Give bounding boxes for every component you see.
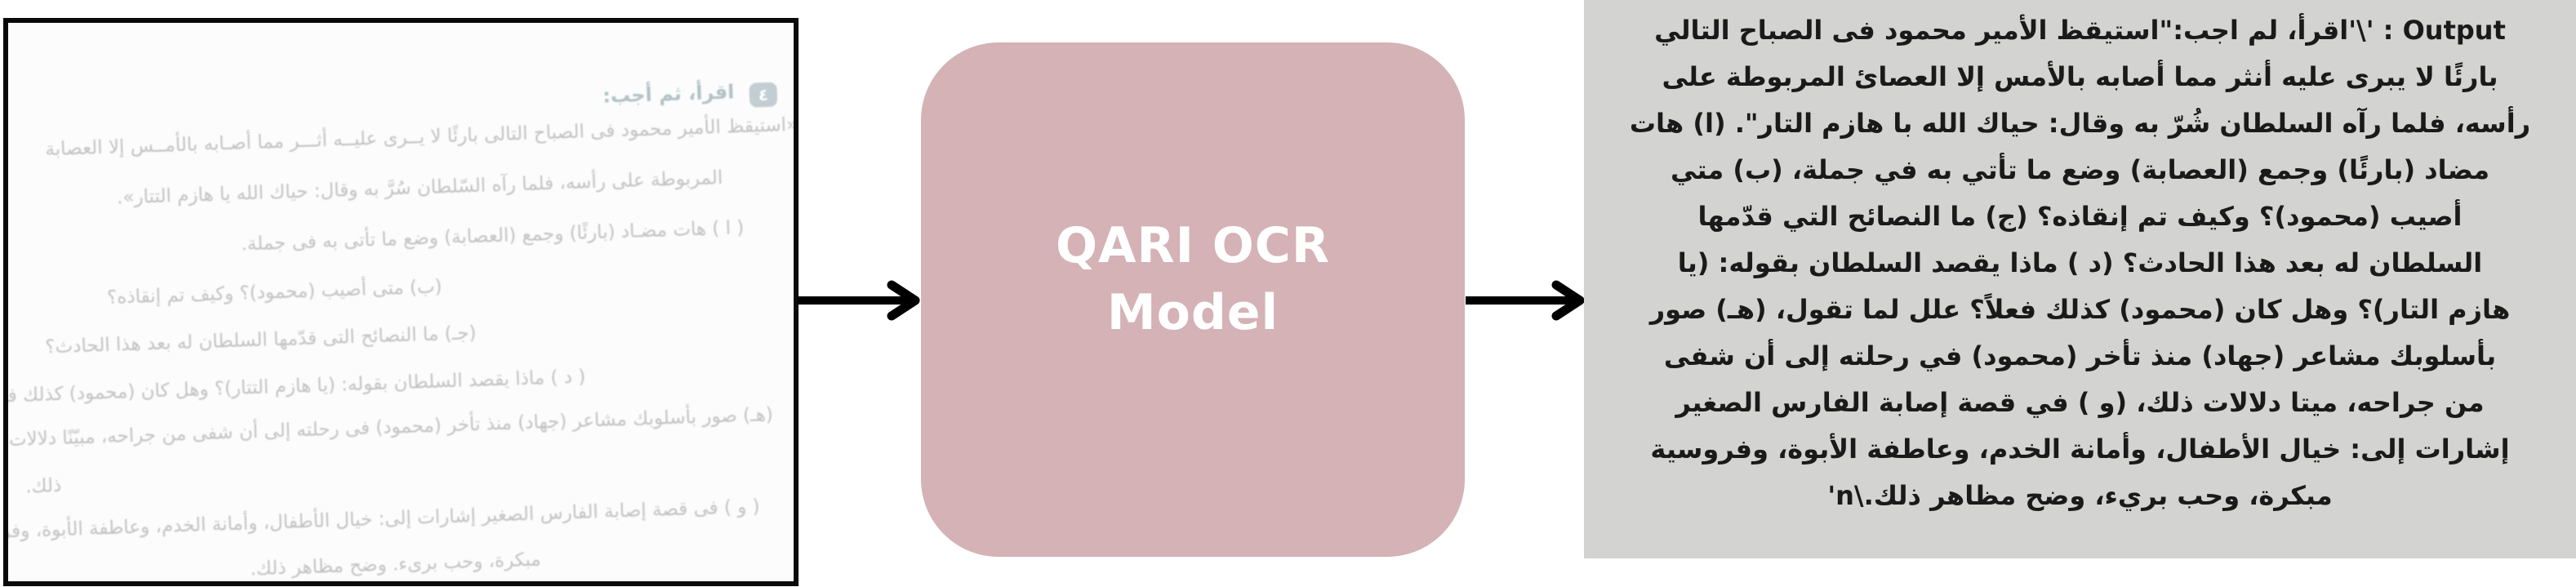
ocr-output-line: Output : '\'اقرأ، لم اجب:"استيقظ الأمير … <box>1654 15 2506 46</box>
ocr-output-line: رأسه، فلما رآه السلطان شُرّ به وقال: حيا… <box>1629 108 2531 139</box>
ocr-output-line: مضاد (بارئًا) وجمع (العصابة) وضع ما تأتي… <box>1670 154 2490 185</box>
question-number-badge: ٤ <box>749 82 778 108</box>
ocr-output-line: هازم التار)؟ وهل كان (محمود) كذلك فعلاً؟… <box>1649 294 2511 325</box>
scan-line: ( و ) فى قصة إصابة الفارس الصغير إشارات … <box>3 496 760 545</box>
ocr-output-line: بأسلوبك مشاعر (جهاد) منذ تأخر (محمود) في… <box>1663 340 2497 371</box>
ocr-output-line: أصيب (محمود)؟ وكيف تم إنقاذه؟ (ج) ما الن… <box>1697 201 2463 232</box>
ocr-output-line: السلطان له بعد هذا الحادث؟ (د ) ماذا يقص… <box>1677 247 2483 278</box>
scan-line: ذلك. <box>24 474 62 498</box>
right-arrow-icon <box>1466 280 1585 321</box>
scan-line: ( د ) ماذا يقصد السلطان بقوله: (يا هازم … <box>3 366 586 411</box>
scan-header-line: ٤ اقرأ، ثم أجب: <box>603 79 778 113</box>
ocr-output-line: بارئًا لا يبرى عليه أنثر مما أصابه بالأم… <box>1662 61 2498 92</box>
scan-line: (ب) متى أصيب (محمود)؟ وكيف تم إنقاذه؟ <box>106 276 443 309</box>
ocr-output-line: مبكرة، وحب بريء، وضح مظاهر ذلك.\n' <box>1827 480 2333 511</box>
scan-line: (هـ) صور بأسلوبك مشاعر (جهاد) منذ تأخر (… <box>8 403 774 451</box>
scan-line: (جـ) ما النصائح التى قدّمها السلطان له ب… <box>44 322 477 358</box>
scan-text-lines: «استيقظ الأمير محمود فى الصباح التالى با… <box>8 23 794 580</box>
ocr-output-panel: Output : '\'اقرأ، لم اجب:"استيقظ الأمير … <box>1584 0 2576 558</box>
arrow-model-to-output <box>1464 278 1586 322</box>
model-box: QARI OCR Model <box>921 42 1465 557</box>
scan-line: ( ا ) هات مضـاد (بارئًا) وجمع (العصابة) … <box>240 217 745 256</box>
arrow-scan-to-model <box>796 278 921 322</box>
scanned-document-content: ٤ اقرأ، ثم أجب: «استيقظ الأمير محمود فى … <box>8 23 794 581</box>
scanned-document-panel: ٤ اقرأ، ثم أجب: «استيقظ الأمير محمود فى … <box>3 18 799 586</box>
scan-line: مبكرة، وحب برىء. وضح مظاهر ذلك. <box>250 549 541 580</box>
model-label: QARI OCR Model <box>1056 212 1330 346</box>
model-label-line1: QARI OCR <box>1055 217 1331 274</box>
right-arrow-icon <box>798 280 920 321</box>
model-label-line2: Model <box>1106 284 1279 341</box>
ocr-output-text: Output : '\'اقرأ، لم اجب:"استيقظ الأمير … <box>1584 7 2576 519</box>
scan-line: «استيقظ الأمير محمود فى الصباح التالى با… <box>44 113 799 161</box>
scan-header-title: اقرأ، ثم أجب: <box>602 80 735 108</box>
ocr-output-line: من جراحه، ميتا دلالات ذلك، (و ) في قصة إ… <box>1675 387 2485 418</box>
ocr-output-line: إشارات إلى: خيال الأطفال، وأمانة الخدم، … <box>1650 434 2510 465</box>
scan-line: المربوطة على رأسه، فلما رآه السّلطان سُر… <box>116 167 723 209</box>
